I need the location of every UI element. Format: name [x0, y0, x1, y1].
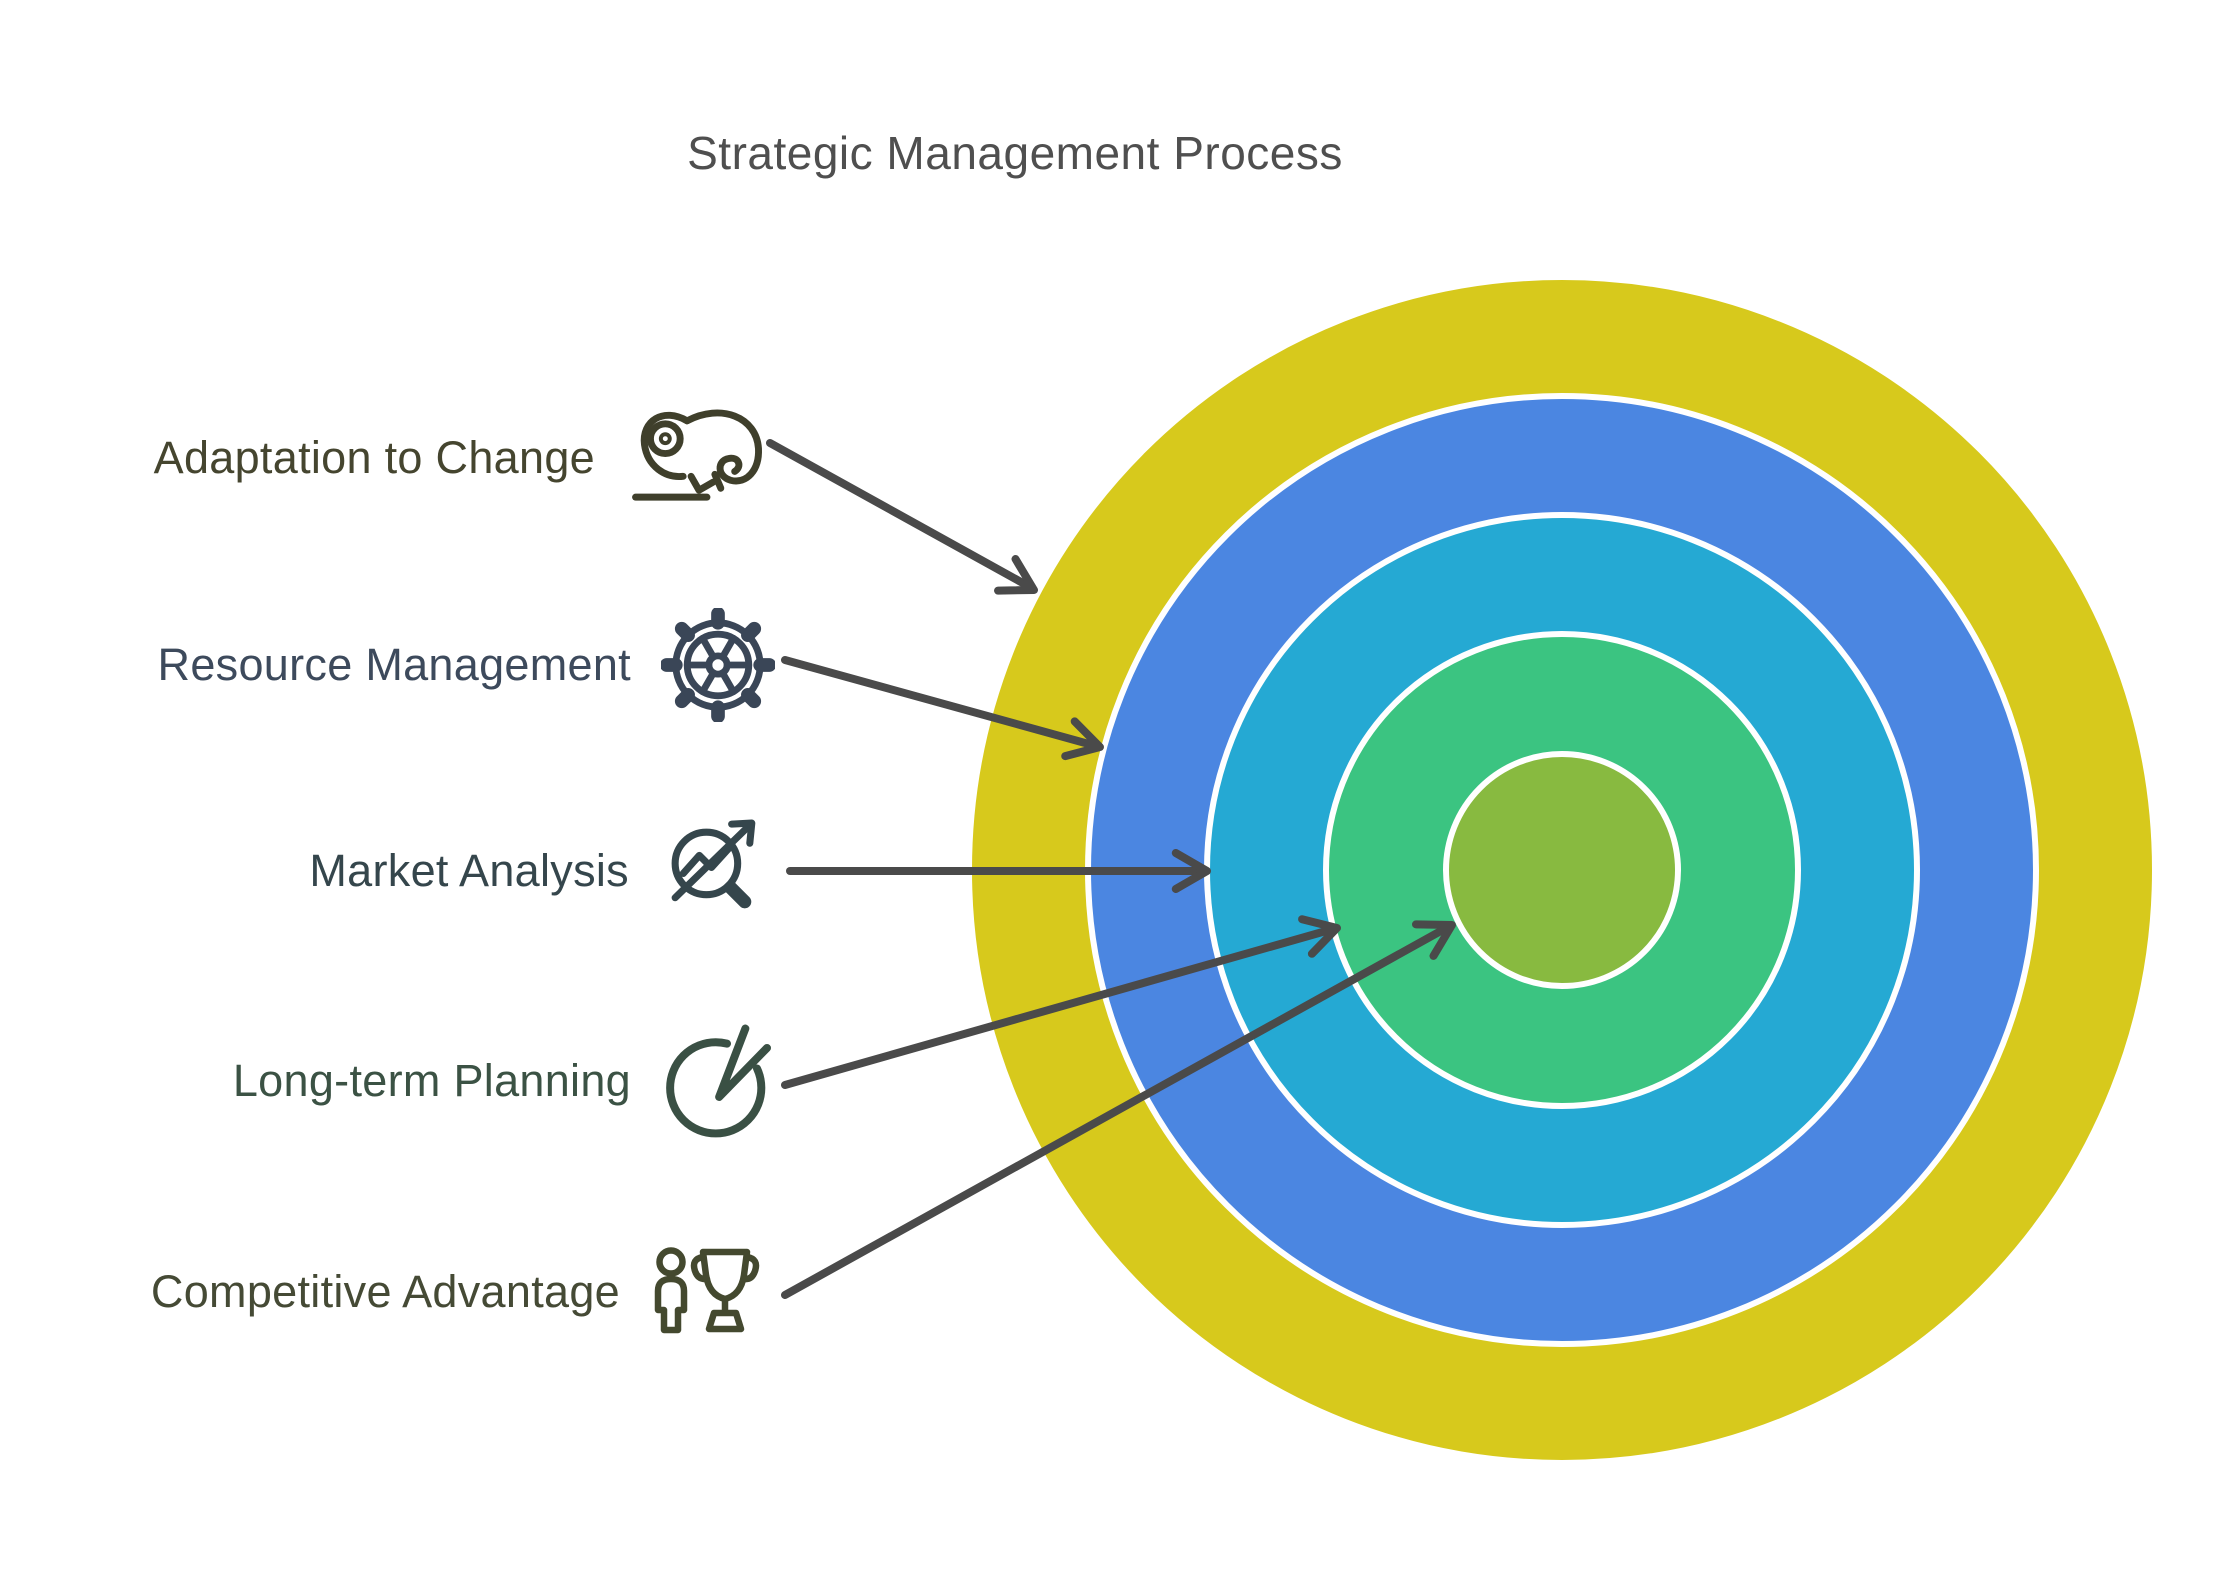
arrow-long-term-planning [781, 915, 1341, 1089]
label-market-analysis: Market Analysis [309, 845, 629, 896]
ring-competitive-advantage [1443, 751, 1681, 989]
label-competitive-advantage: Competitive Advantage [150, 1266, 620, 1317]
chameleon-icon [632, 409, 762, 501]
market-analysis-icon [671, 819, 756, 909]
label-long-term-planning: Long-term Planning [232, 1055, 631, 1106]
arrow-resource-management [781, 656, 1104, 761]
arrow-market-analysis [786, 849, 1211, 893]
arrows-group [766, 439, 1456, 1299]
planning-compass-icon [666, 1024, 772, 1138]
label-adaptation-to-change: Adaptation to Change [153, 432, 595, 483]
person-trophy-icon [654, 1247, 760, 1334]
arrow-competitive-advantage [781, 920, 1456, 1299]
label-resource-management: Resource Management [157, 639, 631, 690]
gear-icon [661, 608, 775, 722]
legend-item-resource-management: Resource Management [0, 607, 775, 723]
arrow-adaptation-to-change [766, 439, 1038, 595]
legend-item-competitive-advantage: Competitive Advantage [0, 1234, 775, 1350]
page-title: Strategic Management Process [687, 127, 1343, 179]
legend-item-market-analysis: Market Analysis [0, 813, 775, 929]
legend-item-long-term-planning: Long-term Planning [0, 1023, 775, 1139]
legend-item-adaptation-to-change: Adaptation to Change [0, 400, 775, 516]
